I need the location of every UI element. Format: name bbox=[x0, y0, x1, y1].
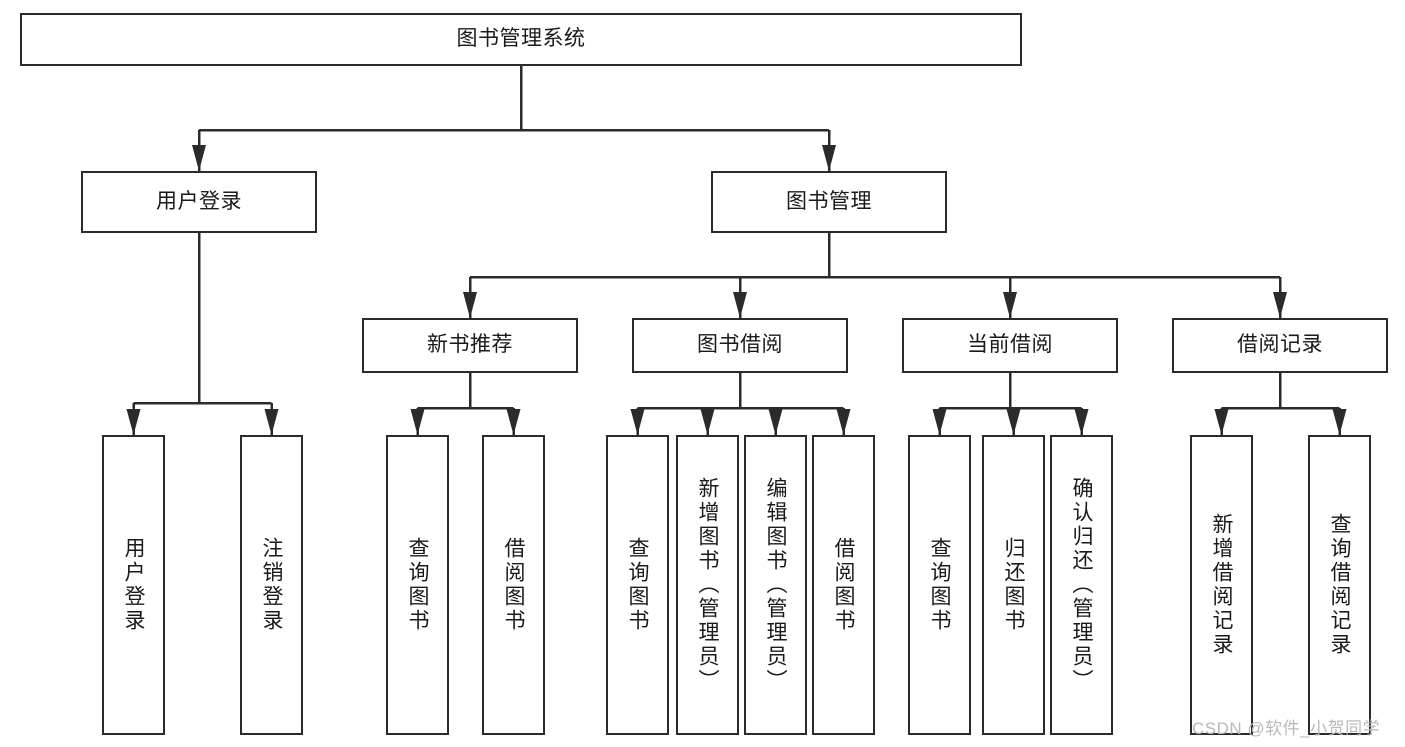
leaf-logout-label: 注销登录 bbox=[260, 537, 283, 633]
leaf-user-login[interactable]: 用户登录 bbox=[102, 435, 165, 735]
leaf-query-book-2-label: 查询图书 bbox=[626, 537, 649, 633]
node-book-borrow[interactable]: 图书借阅 bbox=[632, 318, 848, 373]
leaf-borrow-book-2[interactable]: 借阅图书 bbox=[812, 435, 875, 735]
node-book-manage-label: 图书管理 bbox=[786, 189, 872, 213]
leaf-edit-book[interactable]: 编辑图书（管理员） bbox=[744, 435, 807, 735]
leaf-edit-book-label: 编辑图书（管理员） bbox=[764, 477, 787, 693]
leaf-return-book[interactable]: 归还图书 bbox=[982, 435, 1045, 735]
node-book-manage[interactable]: 图书管理 bbox=[711, 171, 947, 233]
leaf-confirm-return-label: 确认归还（管理员） bbox=[1070, 477, 1093, 693]
leaf-user-login-label: 用户登录 bbox=[122, 537, 145, 633]
leaf-query-book-3[interactable]: 查询图书 bbox=[908, 435, 971, 735]
leaf-add-record-label: 新增借阅记录 bbox=[1210, 513, 1233, 657]
node-root[interactable]: 图书管理系统 bbox=[20, 13, 1022, 66]
leaf-add-book[interactable]: 新增图书（管理员） bbox=[676, 435, 739, 735]
leaf-logout[interactable]: 注销登录 bbox=[240, 435, 303, 735]
leaf-add-book-label: 新增图书（管理员） bbox=[696, 477, 719, 693]
node-user-login-label: 用户登录 bbox=[156, 189, 242, 213]
leaf-confirm-return[interactable]: 确认归还（管理员） bbox=[1050, 435, 1113, 735]
node-new-book-rec-label: 新书推荐 bbox=[427, 333, 513, 357]
leaf-add-record[interactable]: 新增借阅记录 bbox=[1190, 435, 1253, 735]
node-new-book-rec[interactable]: 新书推荐 bbox=[362, 318, 578, 373]
leaf-borrow-book-1-label: 借阅图书 bbox=[502, 537, 525, 633]
leaf-borrow-book-2-label: 借阅图书 bbox=[832, 537, 855, 633]
node-user-login[interactable]: 用户登录 bbox=[81, 171, 317, 233]
leaf-query-book-3-label: 查询图书 bbox=[928, 537, 951, 633]
leaf-query-book-1-label: 查询图书 bbox=[406, 537, 429, 633]
node-current-borrow[interactable]: 当前借阅 bbox=[902, 318, 1118, 373]
leaf-query-record[interactable]: 查询借阅记录 bbox=[1308, 435, 1371, 735]
leaf-return-book-label: 归还图书 bbox=[1002, 537, 1025, 633]
leaf-query-record-label: 查询借阅记录 bbox=[1328, 513, 1351, 657]
leaf-query-book-1[interactable]: 查询图书 bbox=[386, 435, 449, 735]
node-current-borrow-label: 当前借阅 bbox=[967, 333, 1053, 357]
node-borrow-record-label: 借阅记录 bbox=[1237, 333, 1323, 357]
leaf-query-book-2[interactable]: 查询图书 bbox=[606, 435, 669, 735]
leaf-borrow-book-1[interactable]: 借阅图书 bbox=[482, 435, 545, 735]
node-borrow-record[interactable]: 借阅记录 bbox=[1172, 318, 1388, 373]
node-root-label: 图书管理系统 bbox=[456, 27, 586, 51]
node-book-borrow-label: 图书借阅 bbox=[697, 333, 783, 357]
